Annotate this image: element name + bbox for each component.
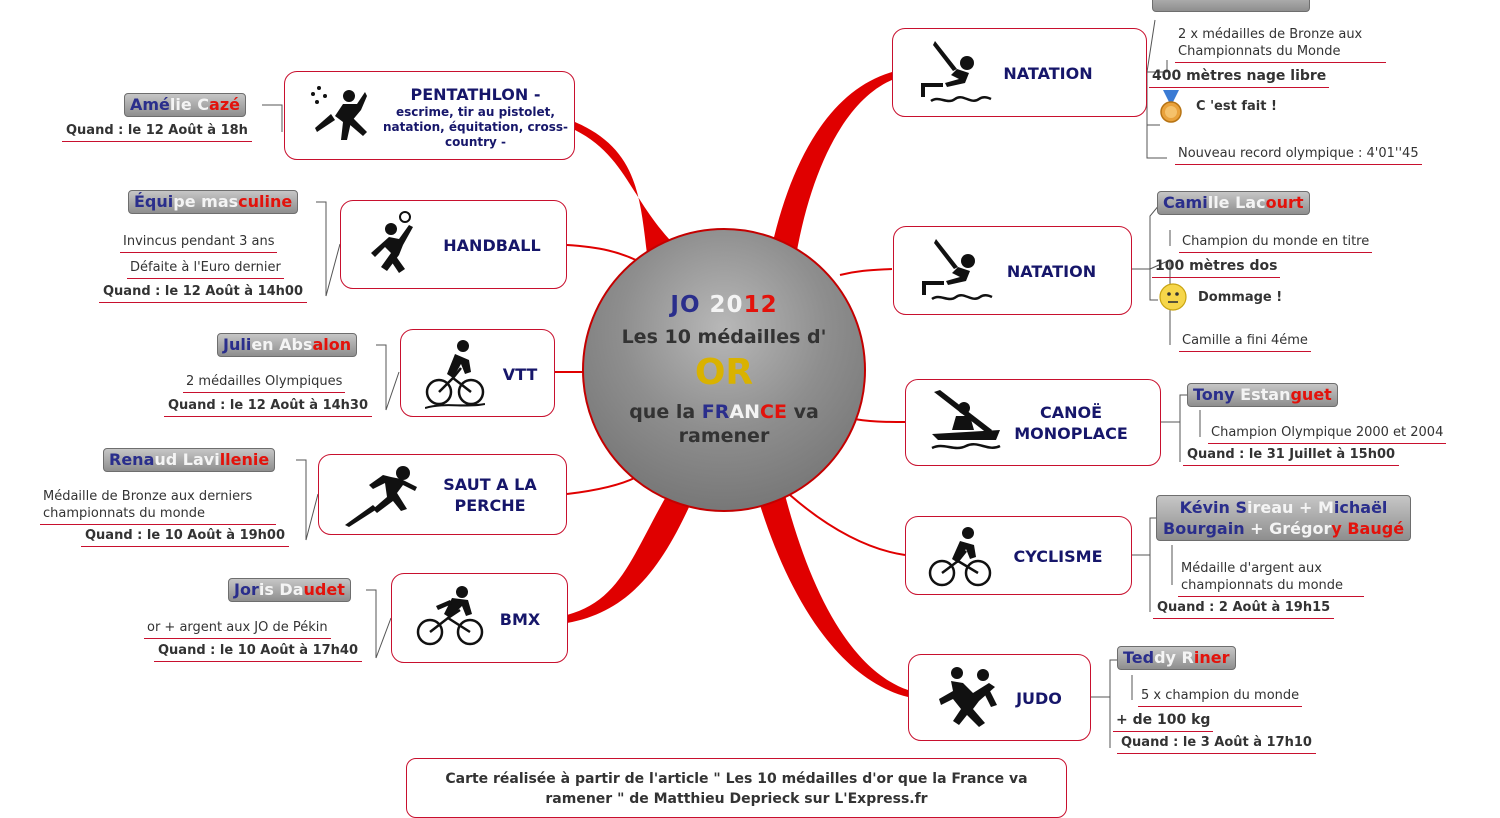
branch-cyclisme [789, 494, 906, 556]
topic-natation-1[interactable]: NATATION [892, 28, 1147, 117]
vtt-note-medailles: 2 médailles Olympiques [183, 373, 346, 393]
bmx-icon [416, 586, 484, 646]
gold-medal-icon [1160, 90, 1182, 123]
connector-handball [316, 201, 341, 297]
judo-when: Quand : le 3 Août à 17h10 [1117, 734, 1316, 754]
branch-perche [566, 474, 641, 495]
canoe-icon [931, 390, 1001, 450]
handball-note-defaite: Défaite à l'Euro dernier [127, 259, 284, 279]
topic-natation-1-label: NATATION [1003, 64, 1093, 83]
topic-cyclisme[interactable]: CYCLISME [905, 516, 1132, 595]
natation-1-note-bronze: 2 x médailles de Bronze aux Championnats… [1175, 26, 1386, 63]
handball-icon [371, 211, 413, 273]
connector-perche [296, 459, 319, 541]
athlete-tony-estanguet[interactable]: Tony Estanguet [1187, 383, 1338, 407]
perche-when: Quand : le 10 Août à 19h00 [81, 527, 290, 547]
topic-cyclisme-label: CYCLISME [1013, 547, 1103, 566]
topic-bmx-label: BMX [499, 610, 541, 629]
athlete-julien-absalon[interactable]: Julien Absalon [217, 333, 358, 357]
handball-note-invincus: Invincus pendant 3 ans [120, 233, 278, 253]
neutral-face-icon [1159, 283, 1187, 311]
connector-vtt [376, 344, 400, 411]
branch-bmx [567, 493, 690, 623]
judo-event: + de 100 kg [1113, 711, 1214, 732]
cyclisme-note-argent: Médaille d'argent aux championnats du mo… [1178, 560, 1364, 597]
topic-vtt-label: VTT [502, 365, 538, 384]
natation-1-event: 400 mètres nage libre [1149, 67, 1330, 88]
bmx-note-pekin: or + argent aux JO de Pékin [144, 619, 331, 639]
judo-note-champion: 5 x champion du monde [1138, 687, 1303, 707]
central-title: JO 2012 [670, 292, 778, 318]
branch-handball [566, 244, 641, 263]
vtt-when: Quand : le 12 Août à 14h30 [164, 397, 373, 417]
topic-natation-2-label: NATATION [1006, 262, 1097, 281]
connector-pentathlon [262, 104, 283, 132]
natation-2-note-4eme: Camille a fini 4éme [1179, 332, 1311, 352]
mind-map-branches [262, 19, 1201, 748]
connector-bmx [366, 589, 392, 659]
topic-vtt[interactable]: VTT [400, 329, 555, 417]
footer-source-note: Carte réalisée à partir de l'article " L… [406, 758, 1067, 818]
athlete-renaud-lavillenie[interactable]: Renaud Lavillenie [103, 448, 276, 472]
athlete-natation-1-partial[interactable] [1152, 0, 1310, 12]
central-topic: JO 2012 Les 10 médailles d' OR que la FR… [582, 228, 866, 512]
topic-canoe[interactable]: CANOË MONOPLACE [905, 379, 1161, 466]
athlete-camille-lacourt[interactable]: Camille Lacourt [1157, 191, 1310, 215]
canoe-note-champion: Champion Olympique 2000 et 2004 [1208, 424, 1447, 444]
bmx-when: Quand : le 10 Août à 17h40 [154, 642, 363, 662]
perche-note-bronze: Médaille de Bronze aux derniers champion… [40, 488, 276, 525]
swimming-dive-icon [922, 239, 993, 301]
topic-handball[interactable]: HANDBALL [340, 200, 567, 289]
central-or: OR [694, 352, 754, 393]
connector-judo [1091, 659, 1133, 748]
topic-pentathlon[interactable]: PENTATHLON - escrime, tir au pistolet, n… [284, 71, 575, 160]
swimming-dive-icon [921, 41, 992, 103]
topic-handball-label: HANDBALL [443, 236, 541, 255]
central-subtitle: Les 10 médailles d' [621, 326, 827, 348]
athlete-teddy-riner[interactable]: Teddy Riner [1117, 646, 1236, 670]
topic-judo[interactable]: JUDO [908, 654, 1091, 741]
topic-saut-perche[interactable]: SAUT A LA PERCHE [318, 454, 567, 535]
pole-vault-icon [345, 466, 417, 527]
natation-2-event: 100 mètres dos [1152, 257, 1281, 278]
athlete-amelie-caze[interactable]: Amélie Cazé [124, 93, 247, 117]
handball-when: Quand : le 12 Août à 14h00 [99, 283, 308, 303]
canoe-when: Quand : le 31 Juillet à 15h00 [1183, 446, 1400, 466]
topic-natation-2[interactable]: NATATION [893, 226, 1132, 315]
pentathlon-when: Quand : le 12 Août à 18h [62, 122, 252, 142]
topic-judo-label: JUDO [1016, 689, 1062, 708]
natation-1-status: C 'est fait ! [1196, 99, 1277, 114]
cyclisme-when: Quand : 2 Août à 19h15 [1153, 599, 1335, 619]
branch-natation-1 [770, 72, 892, 262]
connector-natation-1 [1146, 19, 1168, 159]
athlete-equipe-masculine[interactable]: Équipe masculine [128, 190, 299, 214]
topic-bmx[interactable]: BMX [391, 573, 568, 663]
vtt-icon [425, 340, 485, 409]
topic-canoe-label: CANOË MONOPLACE [1014, 403, 1128, 443]
natation-1-note-record: Nouveau record olympique : 4'01''45 [1175, 145, 1422, 165]
athlete-joris-daudet[interactable]: Joris Daudet [228, 578, 351, 602]
natation-2-status: Dommage ! [1198, 290, 1283, 305]
topic-pentathlon-label: PENTATHLON - escrime, tir au pistolet, n… [383, 85, 568, 149]
pentathlon-icon [311, 86, 367, 140]
connector-cyclisme [1132, 517, 1173, 612]
branch-pentathlon [575, 122, 685, 262]
cycling-icon [928, 527, 992, 587]
connector-canoe [1161, 394, 1201, 462]
connector-natation-2 [1131, 203, 1171, 345]
branch-natation-2 [839, 268, 893, 276]
branch-judo [760, 495, 908, 697]
judo-icon [939, 667, 997, 727]
natation-2-note-champion: Champion du monde en titre [1179, 233, 1373, 253]
topic-saut-perche-label: SAUT A LA PERCHE [443, 475, 537, 515]
